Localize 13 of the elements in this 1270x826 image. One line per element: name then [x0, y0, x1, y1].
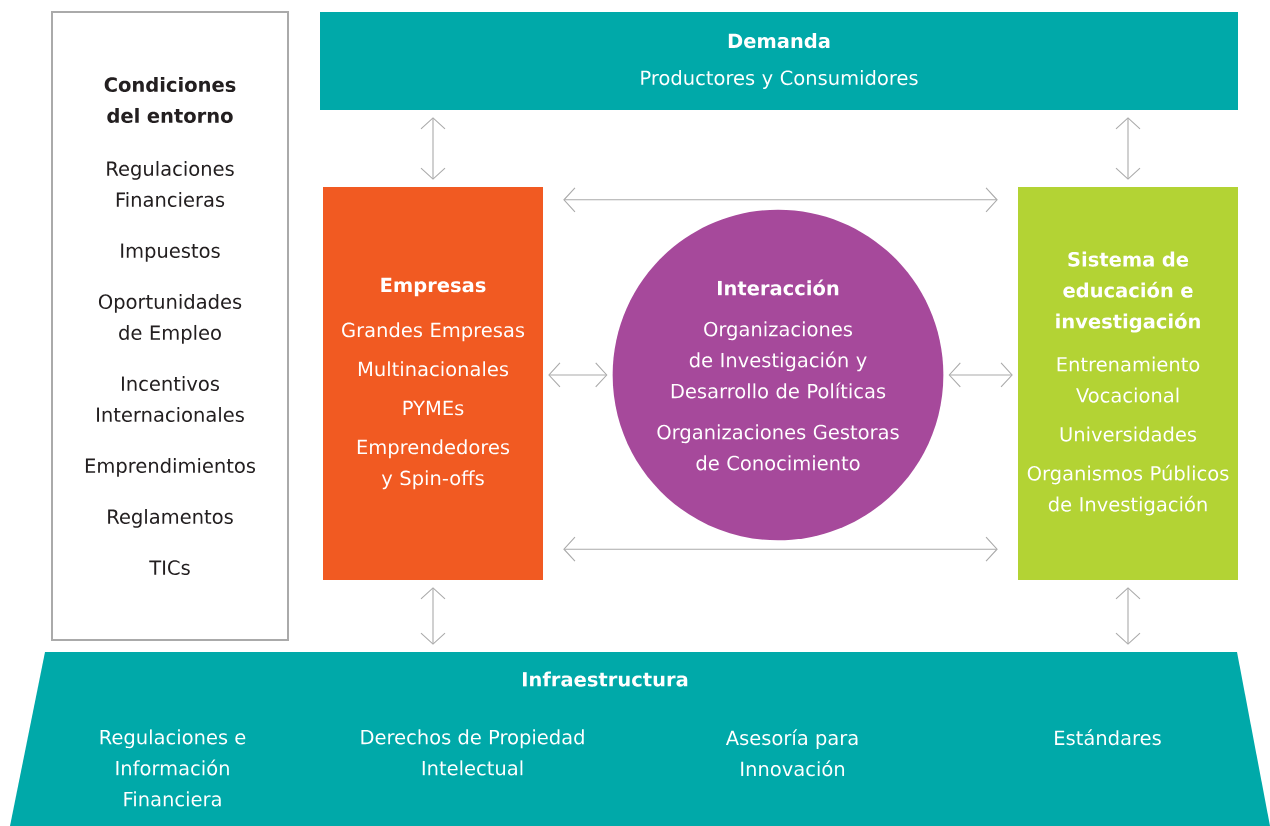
double-arrow [548, 362, 608, 388]
double-arrow [563, 536, 998, 562]
companies-box: Empresas Grandes Empresas Multinacionales PYMEs Emprendedores y Spin-offs [323, 187, 543, 580]
double-arrow [563, 187, 998, 213]
double-arrow [1115, 587, 1141, 645]
education-box: Sistema de educación e investigación Entrenamiento Vocacional Universidades Organismos Públicos de Investigación [1018, 187, 1238, 580]
double-arrow [420, 587, 446, 645]
double-arrow [948, 362, 1013, 388]
infrastructure-band: Infraestructura Regulaciones e Información Financiera Derechos de Propiedad Intelectual Asesoría para Innovación Estándares [10, 652, 1270, 826]
double-arrow [1115, 117, 1141, 180]
double-arrow [420, 117, 446, 180]
conditions-box: Condiciones del entorno Regulaciones Financieras Impuestos Oportunidades de Empleo Incentivos Internacionales Emprendimientos Reglamentos TICs [51, 11, 289, 641]
demand-banner: Demanda Productores y Consumidores [320, 12, 1238, 110]
